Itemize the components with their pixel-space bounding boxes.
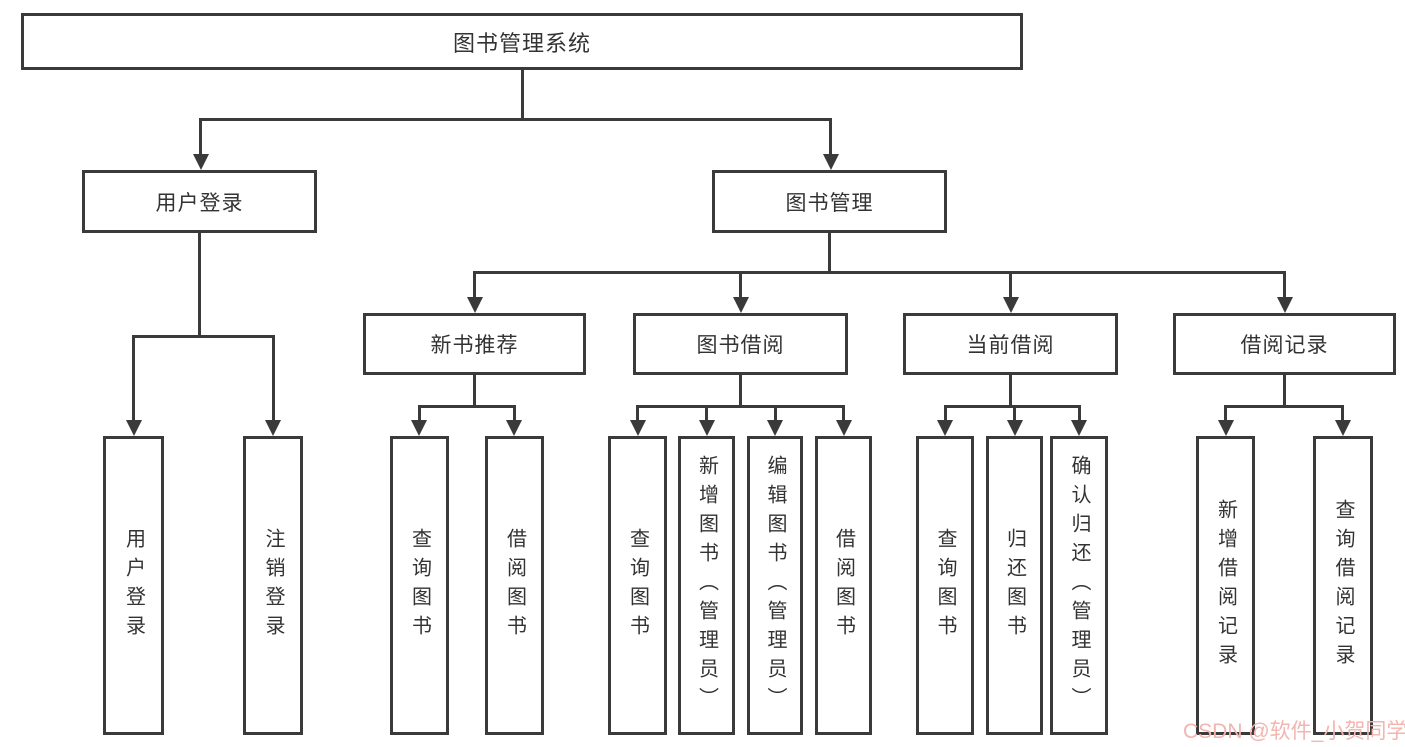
connector-line [521,70,524,118]
node-label: 确认归还（管理员） [1068,455,1090,716]
arrow-down-icon [1335,420,1351,436]
arrow-down-icon [411,420,427,436]
arrow-down-icon [193,154,209,170]
node-label: 归还图书 [1003,527,1026,644]
arrow-down-icon [1277,297,1293,313]
connector-line [842,405,845,422]
connector-line [1009,271,1012,299]
leaf-borrow-books-recommend: 借阅图书 [485,436,544,735]
node-label: 用户登录 [155,191,244,215]
arrow-down-icon [467,297,483,313]
connector-line [636,405,845,408]
node-label: 借阅图书 [503,527,526,644]
leaf-query-books-recommend: 查询图书 [390,436,449,735]
arrow-down-icon [699,420,715,436]
node-label: 借阅记录 [1240,334,1329,357]
node-label: 注销登录 [262,527,284,644]
connector-line [739,375,742,405]
connector-line [199,118,202,156]
node-label: 图书管理 [785,191,874,215]
connector-line [1009,375,1012,405]
connector-line [418,405,421,422]
leaf-borrow-books: 借阅图书 [815,436,872,735]
arrow-down-icon [506,420,522,436]
arrow-down-icon [767,420,783,436]
leaf-edit-books-admin: 编辑图书（管理员） [747,436,803,735]
node-label: 新书推荐 [430,334,519,357]
connector-line [828,233,831,271]
arrow-down-icon [1003,297,1019,313]
connector-line [1013,405,1016,422]
connector-line [199,118,832,121]
node-label: 图书借阅 [696,334,785,357]
connector-line [705,405,708,422]
node-user-login: 用户登录 [82,170,317,233]
node-book-borrowing: 图书借阅 [633,313,848,375]
connector-line [473,271,1285,274]
connector-line [272,335,275,422]
connector-line [513,405,516,422]
connector-line [829,118,832,156]
leaf-query-books-borrowing: 查询图书 [608,436,667,735]
connector-line [132,335,135,422]
arrow-down-icon [126,420,142,436]
connector-line [774,405,777,422]
leaf-user-login: 用户登录 [103,436,164,735]
node-current-borrowing: 当前借阅 [903,313,1118,375]
connector-line [1078,405,1081,422]
leaf-confirm-return-admin: 确认归还（管理员） [1050,436,1108,735]
arrow-down-icon [265,420,281,436]
leaf-return-books: 归还图书 [986,436,1043,735]
node-label: 查询借阅记录 [1332,498,1354,673]
arrow-down-icon [1071,420,1087,436]
node-label: 查询图书 [408,527,431,644]
connector-line [473,271,476,299]
connector-line [1283,375,1286,405]
leaf-query-borrow-record: 查询借阅记录 [1313,436,1373,735]
leaf-logout: 注销登录 [243,436,303,735]
node-label: 查询图书 [934,527,956,644]
node-library-management-system: 图书管理系统 [21,13,1023,70]
node-label: 当前借阅 [966,334,1055,357]
connector-line [198,233,201,335]
connector-line [418,405,516,408]
leaf-add-borrow-record: 新增借阅记录 [1196,436,1255,735]
connector-line [473,375,476,405]
arrow-down-icon [733,297,749,313]
leaf-add-books-admin: 新增图书（管理员） [678,436,735,735]
connector-line [132,335,275,338]
arrow-down-icon [630,420,646,436]
connector-line [1283,271,1286,299]
node-label: 查询图书 [626,527,649,644]
arrow-down-icon [937,420,953,436]
connector-line [636,405,639,422]
connector-line [1224,405,1344,408]
arrow-down-icon [1007,420,1023,436]
node-label: 用户登录 [122,527,145,644]
node-label: 新增图书（管理员） [695,455,718,716]
node-borrowing-records: 借阅记录 [1173,313,1396,375]
csdn-watermark: CSDN @软件_小贺同学 [1183,720,1405,743]
node-label: 图书管理系统 [452,30,591,56]
node-label: 新增借阅记录 [1214,498,1237,673]
node-book-management: 图书管理 [712,170,947,233]
connector-line [944,405,1081,408]
connector-line [1341,405,1344,422]
leaf-query-books-current: 查询图书 [916,436,974,735]
arrow-down-icon [836,420,852,436]
arrow-down-icon [823,154,839,170]
connector-line [739,271,742,299]
connector-line [944,405,947,422]
node-label: 编辑图书（管理员） [764,455,786,716]
arrow-down-icon [1218,420,1234,436]
node-new-book-recommend: 新书推荐 [363,313,586,375]
node-label: 借阅图书 [832,527,855,644]
connector-line [1224,405,1227,422]
